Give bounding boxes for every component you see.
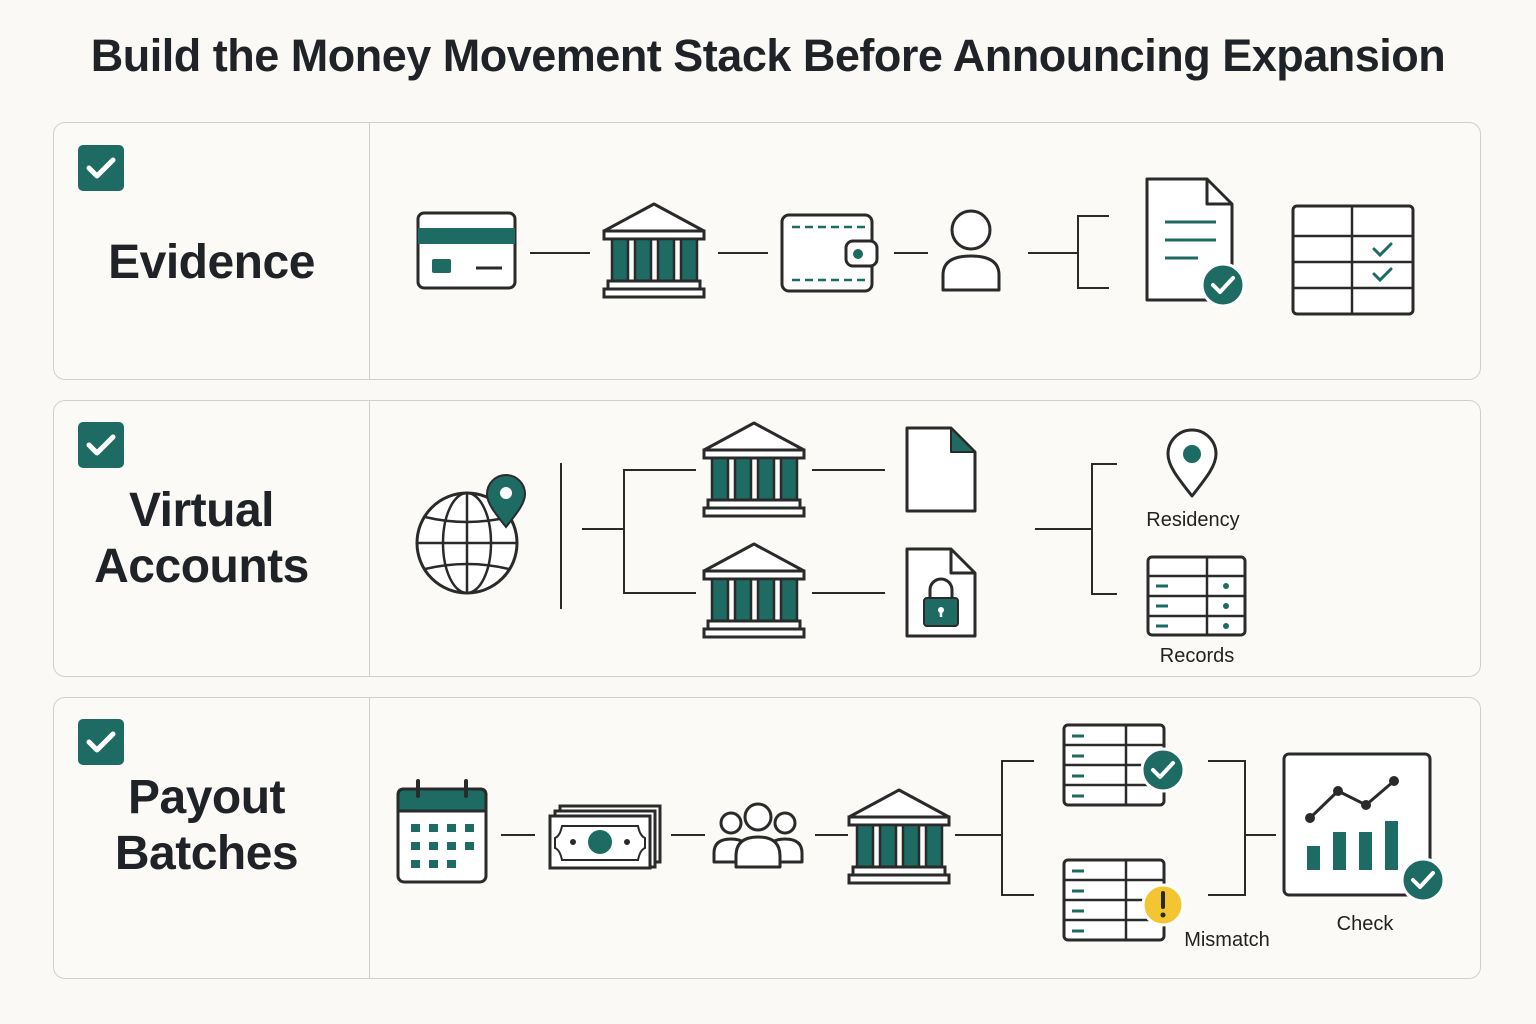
panel-label-evidence: Evidence <box>108 236 315 289</box>
user-icon <box>941 209 1001 292</box>
panel-label-line: Accounts <box>94 540 309 593</box>
connector-bracket <box>955 760 1034 896</box>
connector-bracket <box>1028 215 1109 289</box>
bank-icon <box>847 788 951 885</box>
globe-location-icon <box>415 474 527 595</box>
panel-label-payout-batches: Payout Batches <box>54 770 359 882</box>
panel-evidence: Evidence <box>53 122 1481 380</box>
analytics-chart-icon <box>1282 752 1446 903</box>
checkbox-checked-icon[interactable] <box>78 422 124 468</box>
wallet-icon <box>780 213 879 293</box>
bank-icon <box>702 542 806 639</box>
location-pin-icon <box>1166 428 1218 498</box>
page-title: Build the Money Movement Stack Before An… <box>90 30 1446 81</box>
panel-divider <box>369 401 370 676</box>
caption-check: Check <box>1337 913 1395 935</box>
checkbox-checked-icon[interactable] <box>78 719 124 765</box>
panel-label-line: Batches <box>114 827 299 880</box>
credit-card-icon <box>416 211 517 290</box>
document-icon <box>905 426 977 513</box>
panel-label-line: Virtual <box>129 484 275 537</box>
mismatch-ledger-icon <box>1062 858 1185 942</box>
panel-label-virtual-accounts: Virtual Accounts <box>54 483 349 595</box>
caption-mismatch: Mismatch <box>1184 929 1270 951</box>
panel-divider <box>369 123 370 379</box>
calendar-icon <box>396 779 488 884</box>
connector-bracket <box>582 469 696 594</box>
connector-bracket <box>1208 760 1276 896</box>
panel-label-line: Payout <box>127 771 286 824</box>
connector-bracket <box>1035 463 1117 595</box>
cash-icon <box>548 804 662 870</box>
matched-ledger-icon <box>1062 723 1186 807</box>
users-group-icon <box>712 802 804 869</box>
locked-document-icon <box>905 547 977 638</box>
records-table-icon <box>1146 555 1247 637</box>
checkbox-checked-icon[interactable] <box>78 145 124 191</box>
bank-icon <box>702 421 806 518</box>
checklist-table-icon <box>1291 204 1415 316</box>
caption-residency: Residency <box>1146 509 1239 531</box>
bank-icon <box>602 202 706 299</box>
panel-divider <box>369 698 370 978</box>
caption-records: Records <box>1160 645 1234 667</box>
verified-document-icon <box>1145 177 1246 308</box>
